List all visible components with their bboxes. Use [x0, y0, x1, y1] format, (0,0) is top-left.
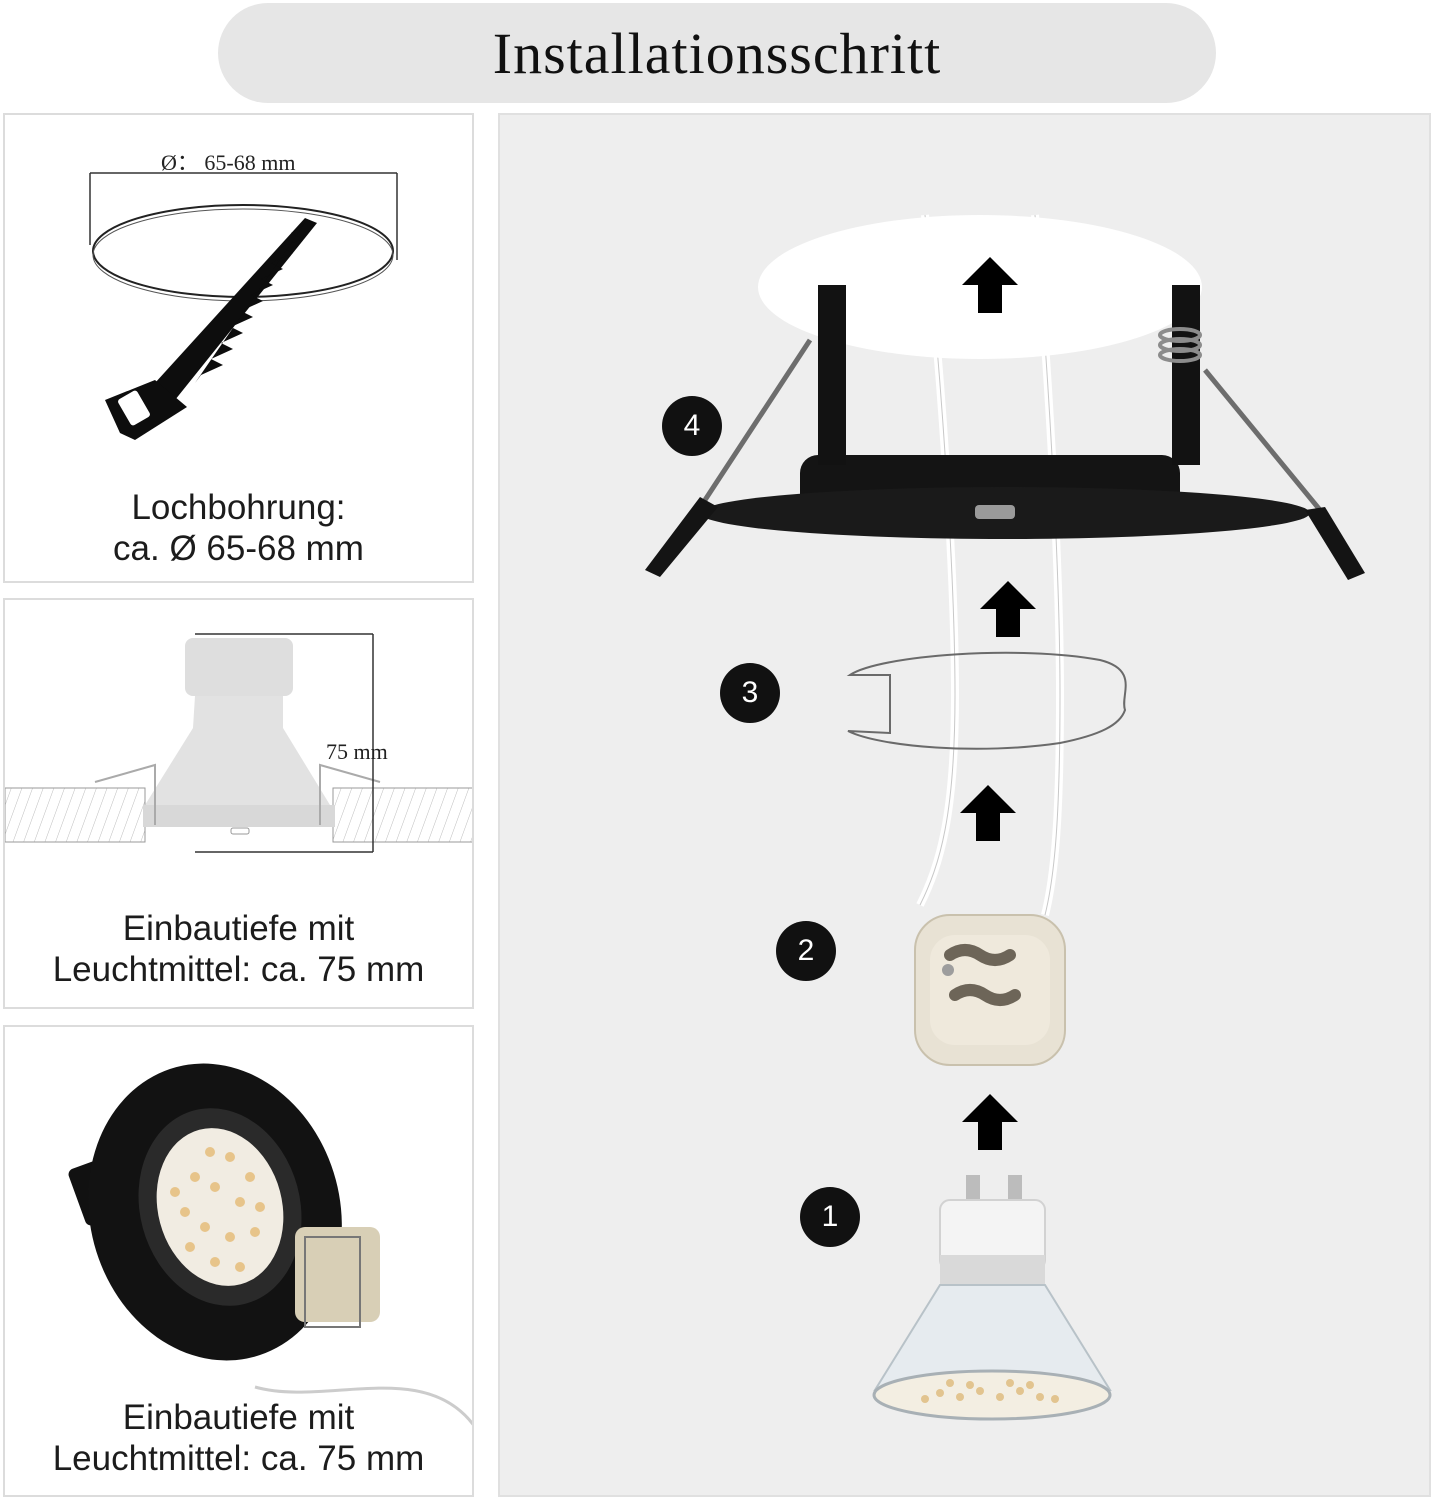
- depth-caption-line1: Einbautiefe mit: [122, 909, 355, 948]
- hole-caption: Lochbohrung: ca. Ø 65-68 mm: [5, 487, 472, 569]
- product-photo: [68, 1063, 472, 1426]
- saw-icon: [105, 218, 317, 440]
- hole-saw-illustration: [89, 172, 398, 440]
- hole-caption-line1: Lochbohrung:: [131, 488, 346, 527]
- spring-clip: [846, 651, 1127, 750]
- arrow-up-icon: [962, 257, 1018, 313]
- hole-diameter-label: Ø： 65-68 mm: [161, 150, 296, 175]
- step-4-badge: 4: [662, 396, 722, 456]
- page-title: Installationsschritt: [492, 20, 942, 86]
- title-banner: Installationsschritt: [218, 3, 1216, 103]
- depth-caption: Einbautiefe mit Leuchtmittel: ca. 75 mm: [5, 908, 472, 990]
- depth-dimension-label: 75 mm: [326, 739, 388, 764]
- hole-size-panel: Ø： 65-68 mm Lochbohrung: ca. Ø 65-68 mm: [3, 113, 474, 583]
- arrow-up-icon: [962, 1094, 1018, 1150]
- step-3-badge: 3: [720, 663, 780, 723]
- step-1-badge: 1: [800, 1187, 860, 1247]
- depth-caption-line2: Leuchtmittel: ca. 75 mm: [52, 950, 425, 989]
- arrow-up-icon: [980, 581, 1036, 637]
- photo-caption-line2: Leuchtmittel: ca. 75 mm: [52, 1439, 425, 1478]
- photo-caption-line1: Einbautiefe mit: [122, 1398, 355, 1437]
- depth-diagram: [5, 633, 472, 853]
- gu10-socket: [914, 914, 1066, 1066]
- step-2-badge: 2: [776, 921, 836, 981]
- gu10-bulb: [872, 1175, 1112, 1421]
- fixture-frame: [645, 285, 1365, 580]
- photo-caption: Einbautiefe mit Leuchtmittel: ca. 75 mm: [5, 1397, 472, 1479]
- product-photo-panel: Einbautiefe mit Leuchtmittel: ca. 75 mm: [3, 1025, 474, 1497]
- exploded-view-panel: 4 3 2 1: [498, 113, 1431, 1497]
- hole-caption-line2: ca. Ø 65-68 mm: [113, 529, 364, 568]
- arrow-up-icon: [960, 785, 1016, 841]
- depth-panel: 75 mm Einbautiefe mit Leuchtmittel: ca. …: [3, 598, 474, 1009]
